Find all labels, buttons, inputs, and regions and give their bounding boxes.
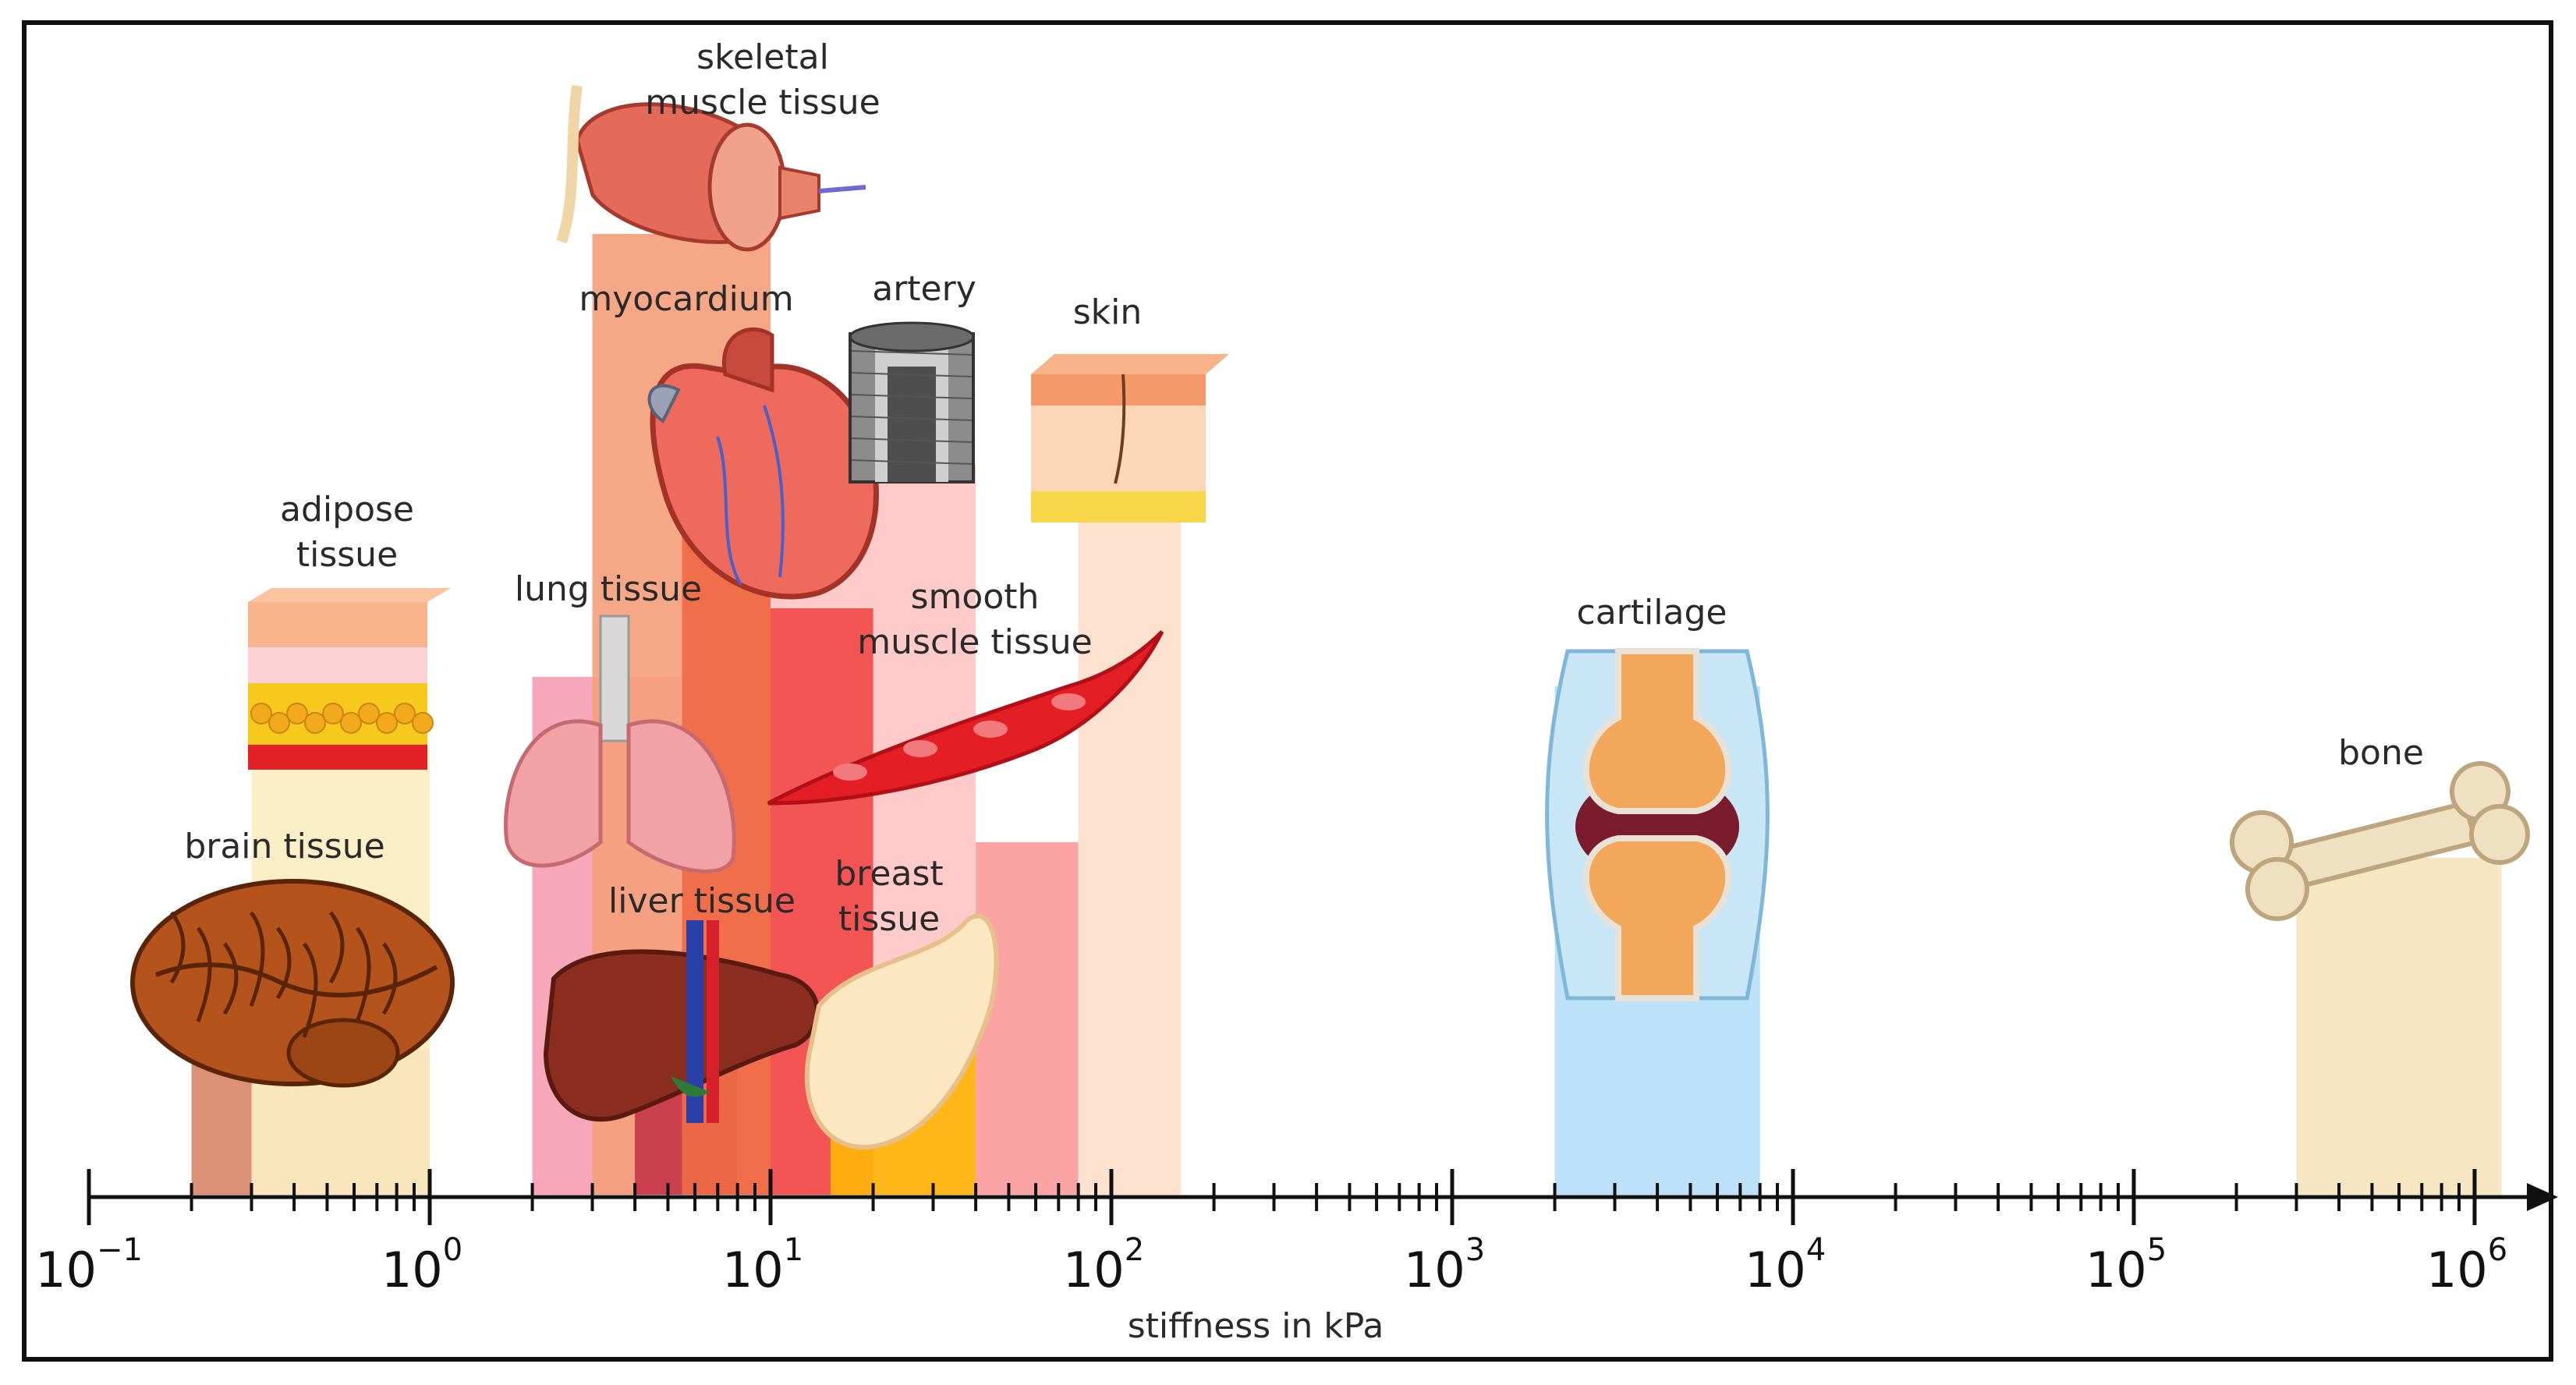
liver-label: liver tissue xyxy=(608,881,795,921)
liver-icon xyxy=(543,920,820,1123)
smooth-label: smooth xyxy=(911,577,1040,617)
adipose-label: adipose xyxy=(280,490,414,530)
adipose-label: tissue xyxy=(296,535,398,575)
tick-label: 106 xyxy=(2426,1232,2507,1298)
lungs-icon xyxy=(504,615,736,873)
skeletal-label: skeletal xyxy=(696,37,829,77)
smooth-muscle-icon xyxy=(767,630,1164,806)
tick-label-exponent: 5 xyxy=(2147,1232,2167,1268)
myocardium-label: myocardium xyxy=(579,279,793,319)
cartilage-label: cartilage xyxy=(1577,593,1727,632)
tick-label: 102 xyxy=(1063,1232,1144,1298)
tick-label-base: 10 xyxy=(2426,1242,2488,1298)
skin-icon xyxy=(1031,354,1229,522)
breast2-range-bar xyxy=(976,842,1079,1195)
tick-label-base: 10 xyxy=(1063,1242,1125,1298)
tick-label-base: 10 xyxy=(1404,1242,1465,1298)
tick-label-base: 10 xyxy=(35,1242,97,1298)
tick-label-exponent: 6 xyxy=(2488,1232,2507,1268)
tissue-labels: brain tissue adipose tissue lung tissue skel… xyxy=(184,37,2424,939)
breast-tissue-icon xyxy=(804,913,999,1150)
chart-frame xyxy=(22,20,2553,1362)
brain-icon xyxy=(130,879,455,1088)
bone-range-bar xyxy=(2296,858,2502,1195)
breast-label: breast xyxy=(834,854,943,894)
heart-icon xyxy=(647,327,879,600)
skin-label: skin xyxy=(1073,292,1143,332)
brain-label: brain tissue xyxy=(184,827,384,866)
skeletal-muscle-icon xyxy=(556,85,866,252)
tick-label-exponent: 3 xyxy=(1465,1232,1485,1268)
tick-label-exponent: −1 xyxy=(97,1232,143,1268)
tick-label: 104 xyxy=(1745,1232,1826,1298)
skin-range-bar xyxy=(1078,499,1182,1195)
knee-joint-icon xyxy=(1545,648,1770,1001)
tick-label-exponent: 1 xyxy=(784,1232,803,1268)
adipose-tissue-icon xyxy=(248,588,451,770)
tick-label: 103 xyxy=(1404,1232,1485,1298)
tick-label: 101 xyxy=(722,1232,803,1298)
artery-label: artery xyxy=(872,269,976,309)
breast-label: tissue xyxy=(838,899,940,939)
tick-label-base: 10 xyxy=(2085,1242,2147,1298)
artery-icon xyxy=(849,321,975,484)
tissue-icons xyxy=(130,85,2530,1150)
tick-label: 10−1 xyxy=(35,1232,143,1298)
tick-label-exponent: 2 xyxy=(1125,1232,1144,1268)
tick-label: 100 xyxy=(381,1232,462,1298)
tick-label-base: 10 xyxy=(381,1242,443,1298)
lung-label: lung tissue xyxy=(515,569,702,609)
tick-label: 105 xyxy=(2085,1232,2167,1298)
x-axis-label: stiffness in kPa xyxy=(1128,1306,1384,1346)
skeletal-label: muscle tissue xyxy=(645,83,880,122)
tick-label-exponent: 0 xyxy=(443,1232,462,1268)
axis-arrow xyxy=(2527,1183,2558,1211)
bone-label: bone xyxy=(2338,733,2424,773)
smooth-label: muscle tissue xyxy=(857,622,1092,662)
tick-label-base: 10 xyxy=(1745,1242,1806,1298)
tick-label-exponent: 4 xyxy=(1806,1232,1826,1268)
bone-icon xyxy=(2230,761,2530,921)
tick-label-base: 10 xyxy=(722,1242,784,1298)
range-bars xyxy=(191,234,2502,1195)
